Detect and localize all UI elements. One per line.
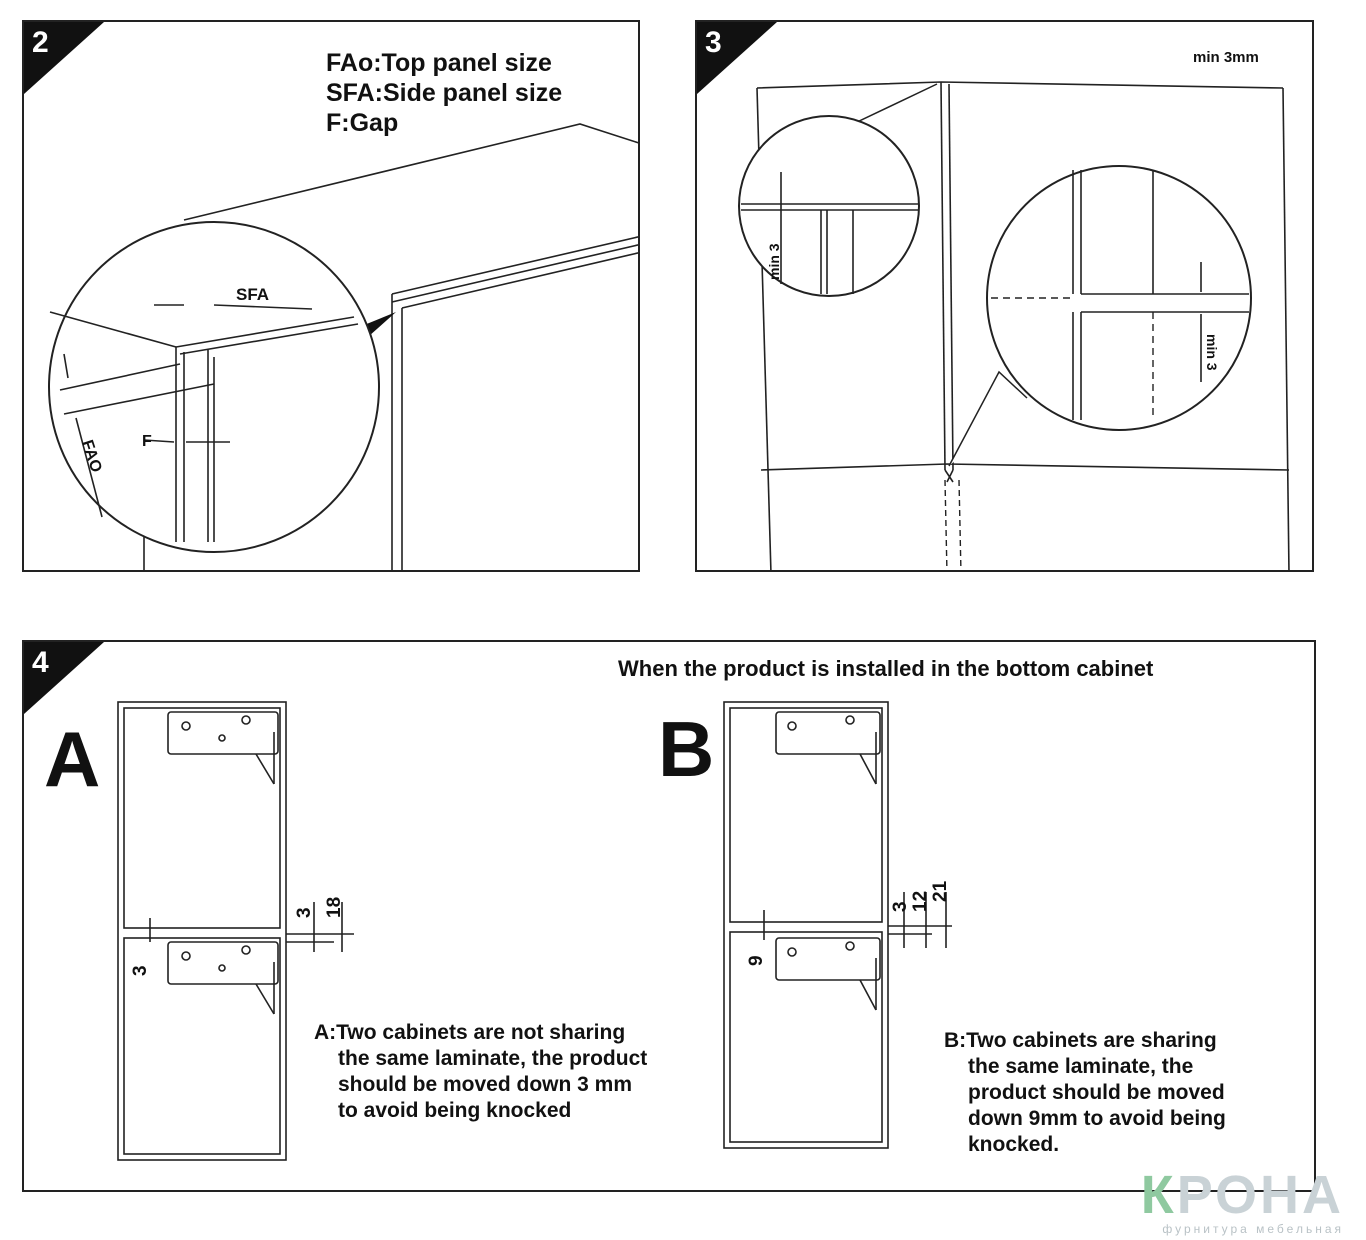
offset-a-3: 3 (130, 965, 151, 976)
caption-a-line: the same laminate, the product (338, 1047, 648, 1070)
step-2-drawing: SFA F FAO (48, 123, 638, 570)
watermark-logo-text: КРОНА (1141, 1168, 1344, 1222)
step-number: 2 (32, 26, 49, 59)
section-heading: When the product is installed in the bot… (618, 656, 1154, 681)
caption-a-line: to avoid being knocked (338, 1099, 572, 1122)
f-label: F (142, 433, 152, 450)
legend-item-sfa: SFA:Side panel size (326, 79, 563, 107)
dim-b-3: 3 (890, 901, 911, 912)
step-2-panel: SFA F FAO 2 FAo:Top panel size SFA:Side … (22, 20, 640, 572)
hinge-a-top (167, 711, 279, 755)
caption-b-line: down 9mm to avoid being (968, 1107, 1226, 1130)
legend-item-f: F:Gap (326, 109, 399, 137)
dim-a-18: 18 (324, 897, 345, 918)
hinge-b-bottom (775, 937, 881, 981)
right-magnifier-circle (986, 165, 1252, 431)
watermark-logo-first: К (1140, 1165, 1177, 1225)
option-a-letter: A (44, 715, 101, 803)
caption-b-line: B:Two cabinets are sharing (944, 1029, 1217, 1052)
hinge-a-bottom (167, 941, 279, 985)
sfa-label: SFA (236, 285, 269, 304)
step-3-drawing: min 3 min 3 (738, 81, 1290, 570)
legend: FAo:Top panel size SFA:Side panel size F… (326, 48, 562, 138)
caption-b: B:Two cabinets are sharing the same lami… (944, 1028, 1226, 1158)
hinge-b-top (775, 711, 881, 755)
cabinet-a (117, 701, 287, 1161)
dim-b-21: 21 (930, 880, 951, 902)
min-3-left-label: min 3 (766, 243, 782, 280)
step-number: 3 (705, 26, 722, 59)
min-3mm-note: min 3mm (1193, 49, 1259, 66)
dim-a-3: 3 (294, 907, 315, 918)
legend-item-fao: FAo:Top panel size (326, 49, 552, 77)
step-4-drawing: 3 18 3 3 12 21 9 (117, 701, 952, 1161)
step-2-corner (24, 22, 104, 94)
caption-b-line: the same laminate, the (968, 1055, 1194, 1078)
caption-a-line: should be moved down 3 mm (338, 1073, 633, 1096)
left-magnifier-circle (738, 115, 920, 297)
caption-a-line: A:Two cabinets are not sharing (314, 1021, 626, 1044)
offset-b-9: 9 (746, 955, 767, 966)
step-4-corner (24, 642, 104, 714)
watermark-logo-rest: РОНА (1176, 1165, 1344, 1225)
step-number: 4 (32, 646, 49, 679)
watermark-logo: КРОНА фурнитура мебельная (1141, 1168, 1344, 1236)
step-3-panel: min 3 min 3 3 min 3mm (695, 20, 1314, 572)
option-b-letter: B (658, 705, 715, 793)
min-3-right-label: min 3 (1204, 334, 1220, 371)
caption-a: A:Two cabinets are not sharing the same … (314, 1020, 647, 1124)
caption-b-line: knocked. (968, 1133, 1060, 1156)
cabinet-b (723, 701, 889, 1149)
step-3-corner (697, 22, 777, 94)
step-4-panel: 3 18 3 3 12 21 9 4 When the product is i… (22, 640, 1316, 1192)
watermark-subtitle: фурнитура мебельная (1162, 1222, 1344, 1236)
caption-b-line: product should be moved (968, 1081, 1225, 1104)
dim-b-12: 12 (910, 891, 931, 912)
